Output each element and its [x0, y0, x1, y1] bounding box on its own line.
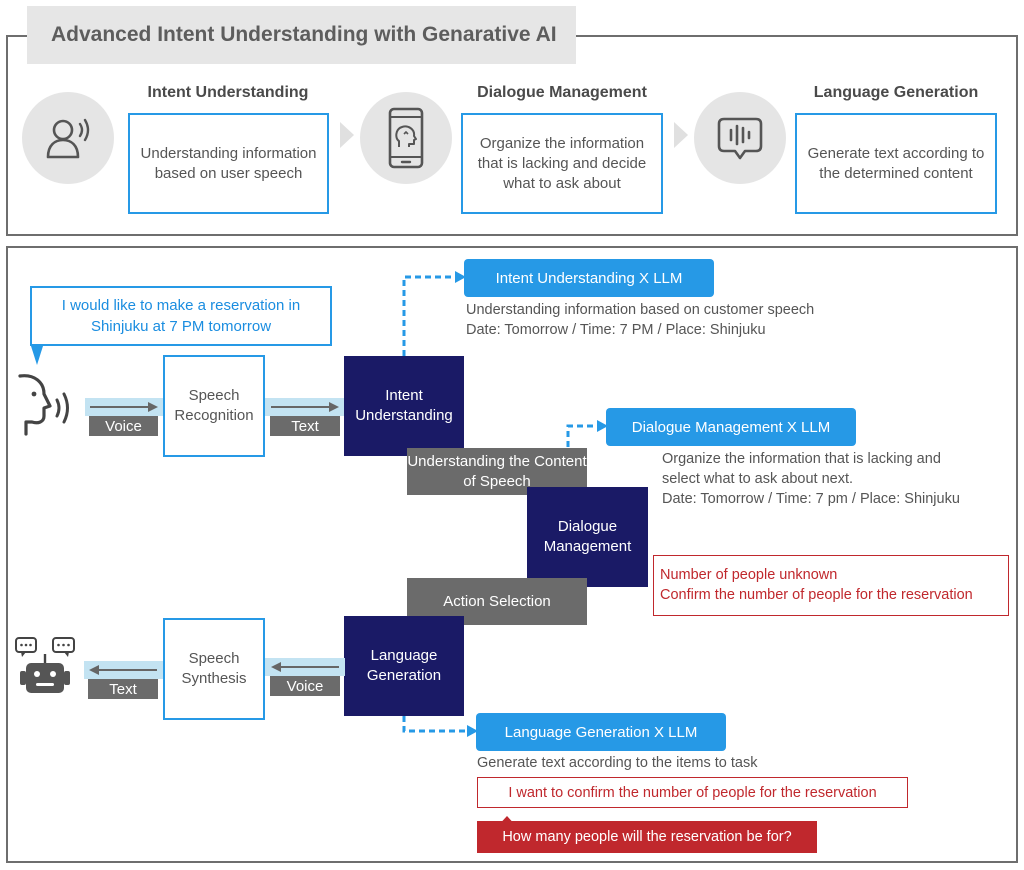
missing-info-note: Number of people unknown Confirm the num… — [653, 555, 1009, 616]
user-utterance-bubble: I would like to make a reservation in Sh… — [30, 286, 332, 346]
step-description-generation: Generate text according to the determine… — [795, 113, 997, 214]
generation-llm-pill: Language Generation X LLM — [476, 713, 726, 751]
text-output-tag: Text — [88, 679, 158, 699]
step-title-dialogue: Dialogue Management — [477, 84, 647, 101]
dialogue-llm-desc-2: select what to ask about next. — [662, 471, 854, 487]
step-description-intent: Understanding information based on user … — [128, 113, 329, 214]
smartphone-brain-icon — [360, 92, 452, 184]
dialogue-llm-desc-3: Date: Tomorrow / Time: 7 pm / Place: Shi… — [662, 491, 960, 507]
chevron-right-icon — [340, 122, 354, 148]
speech-recognition-box: Speech Recognition — [163, 355, 265, 457]
user-speaking-icon — [22, 92, 114, 184]
arrow-right-icon — [90, 402, 158, 412]
speech-synthesis-box: Speech Synthesis — [163, 618, 265, 720]
voice-input-tag: Voice — [89, 416, 158, 436]
text-input-tag: Text — [270, 416, 340, 436]
language-generation-box: Language Generation — [344, 616, 464, 716]
robot-icon — [15, 637, 75, 693]
intent-llm-desc-2: Date: Tomorrow / Time: 7 PM / Place: Shi… — [466, 322, 766, 338]
confirm-intent-note: I want to confirm the number of people f… — [477, 777, 908, 808]
chevron-right-icon — [674, 122, 688, 148]
step-description-dialogue: Organize the information that is lacking… — [461, 113, 663, 214]
dialogue-management-box: Dialogue Management — [527, 487, 648, 587]
step-title-intent: Intent Understanding — [147, 84, 309, 101]
generation-llm-desc: Generate text according to the items to … — [477, 755, 758, 771]
arrow-left-icon — [271, 662, 339, 672]
chat-waveform-icon — [694, 92, 786, 184]
arrow-right-icon — [271, 402, 339, 412]
dialogue-llm-pill: Dialogue Management X LLM — [606, 408, 856, 446]
intent-llm-desc-1: Understanding information based on custo… — [466, 302, 815, 318]
step-title-generation: Language Generation — [813, 84, 979, 101]
dialogue-llm-desc-1: Organize the information that is lacking… — [662, 451, 941, 467]
missing-info-line-2: Confirm the number of people for the res… — [660, 587, 973, 603]
generated-question-bubble: How many people will the reservation be … — [477, 821, 817, 853]
intent-understanding-box: Intent Understanding — [344, 356, 464, 456]
intent-llm-pill: Intent Understanding X LLM — [464, 259, 714, 297]
missing-info-line-1: Number of people unknown — [660, 567, 838, 583]
arrow-left-icon — [89, 665, 157, 675]
page-title: Advanced Intent Understanding with Genar… — [27, 6, 576, 64]
speaking-head-icon — [18, 374, 69, 436]
understanding-content-box: Understanding the Content of Speech — [407, 448, 587, 495]
voice-output-tag: Voice — [270, 676, 340, 696]
flow-panel — [6, 246, 1018, 863]
